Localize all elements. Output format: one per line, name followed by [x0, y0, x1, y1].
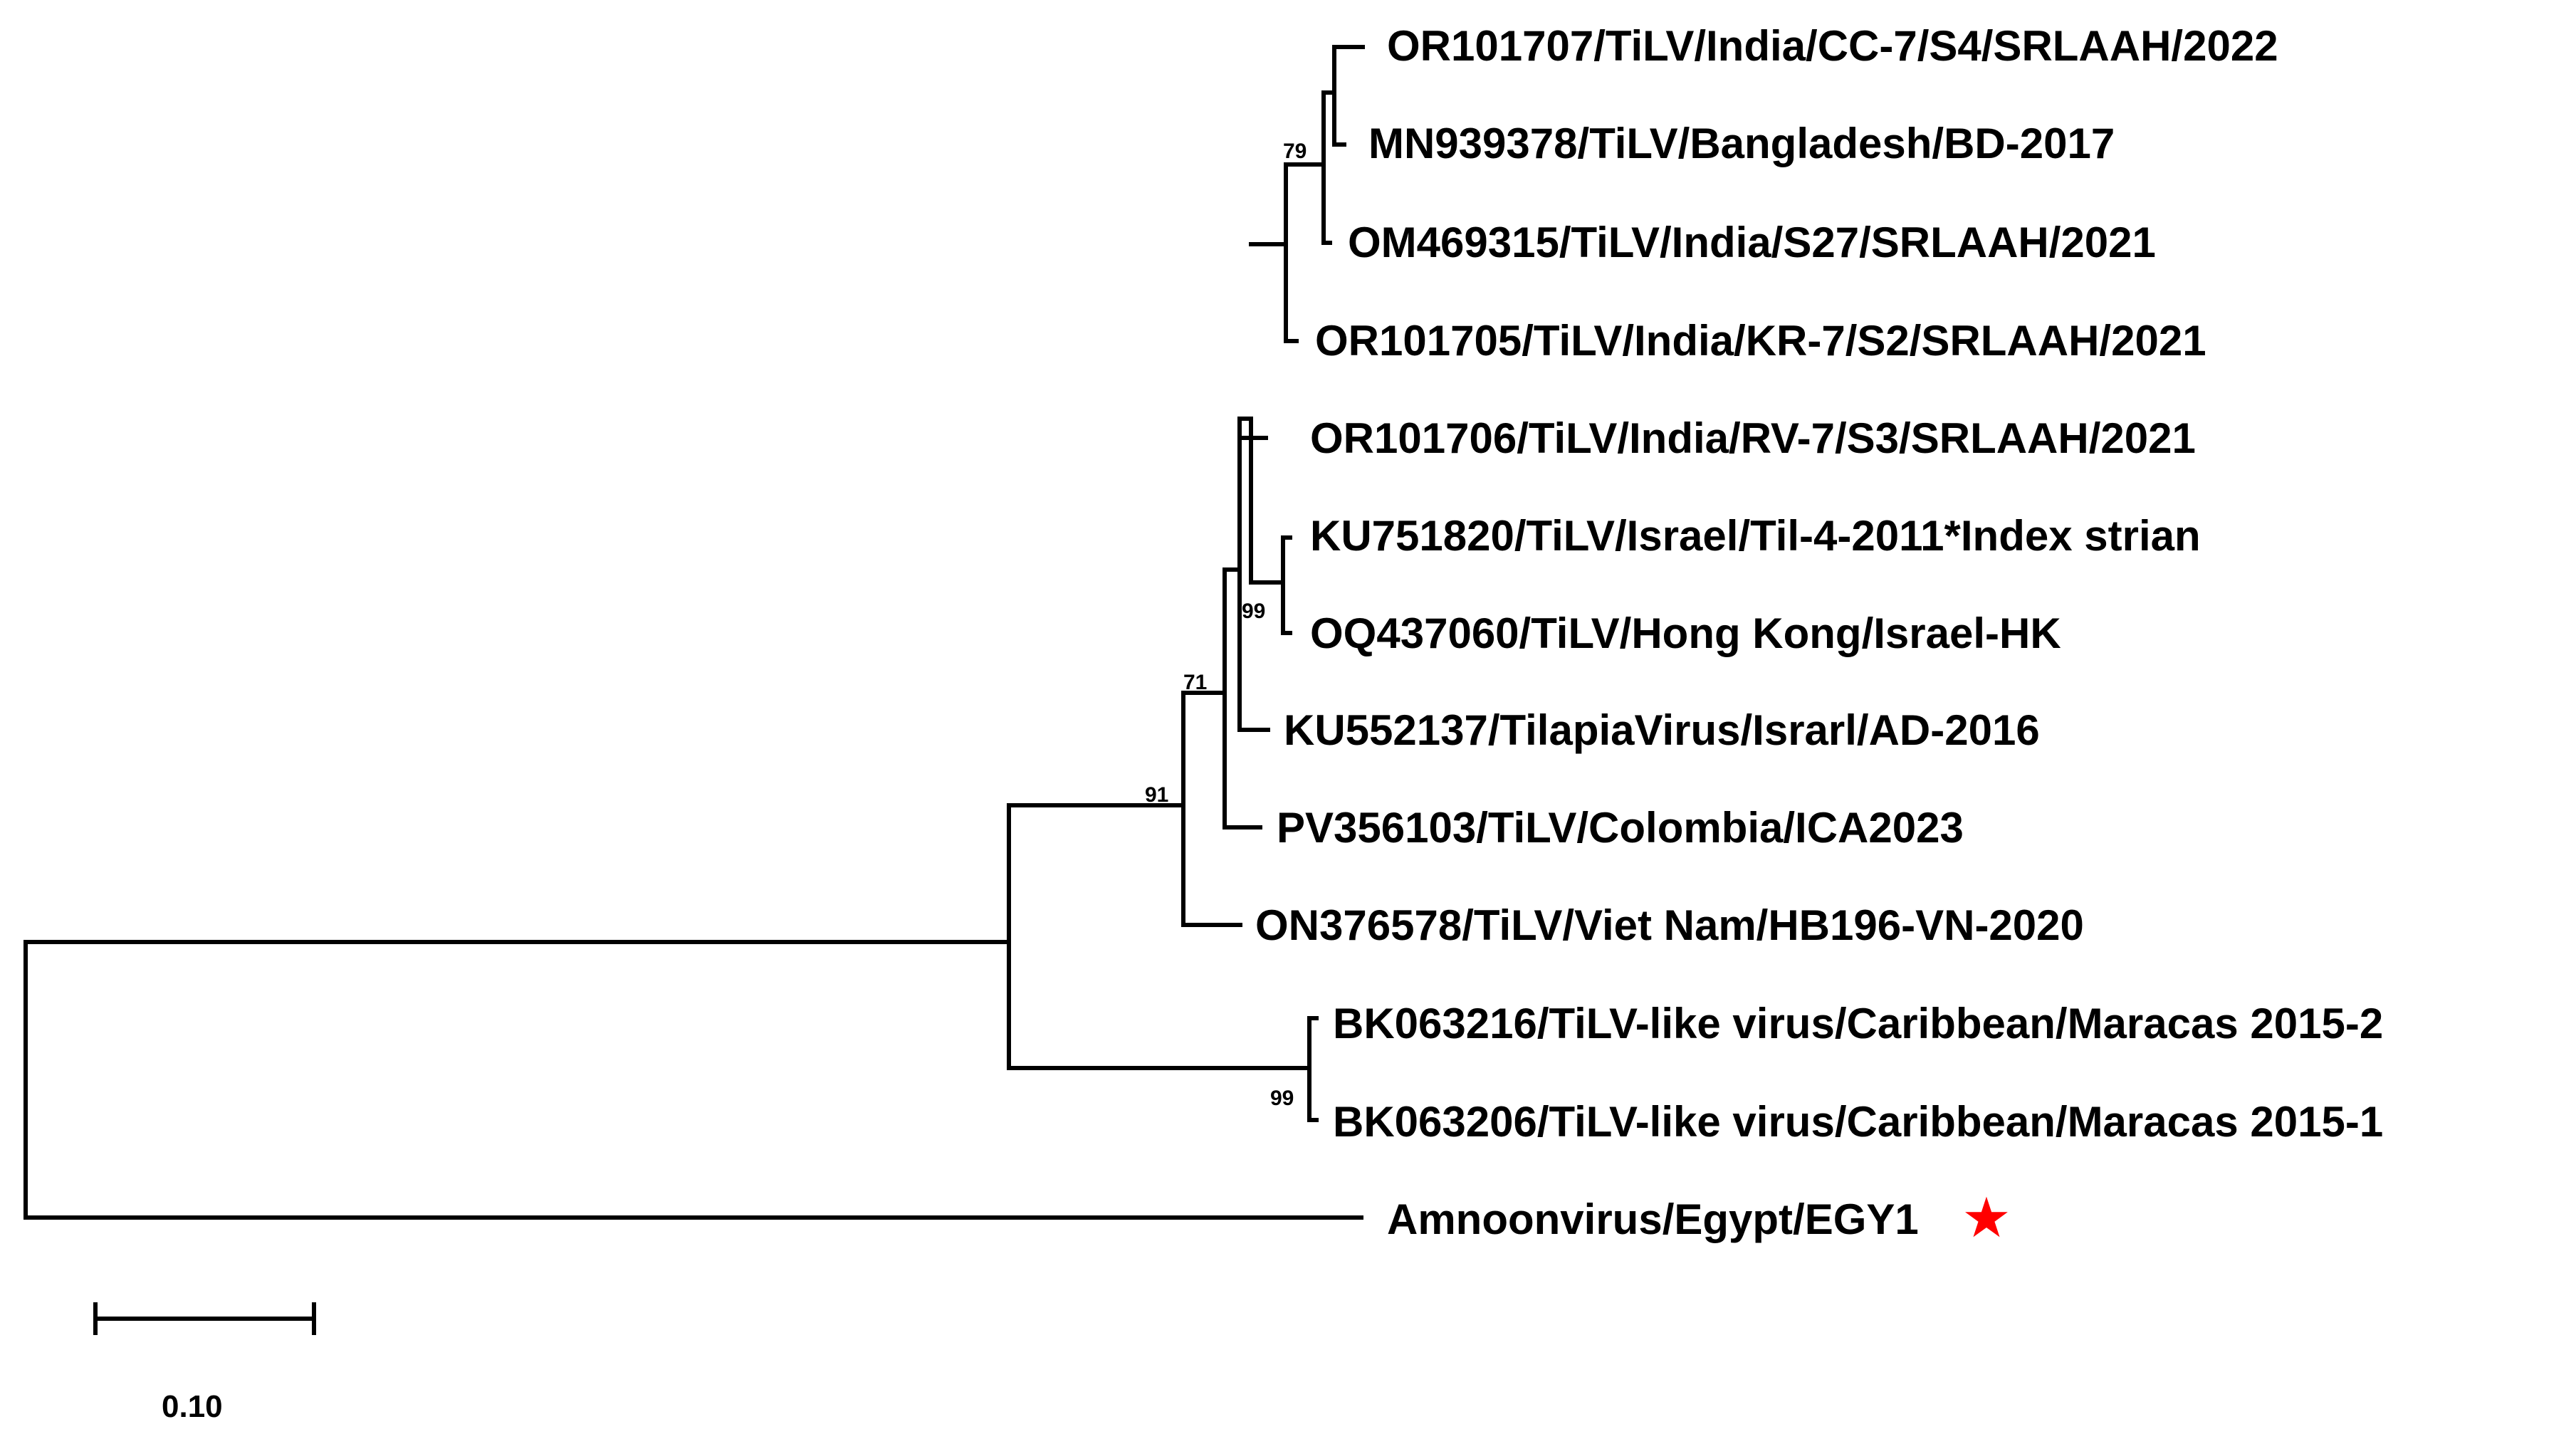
support-value: 79: [1283, 140, 1307, 163]
tip-labels: OR101707/TiLV/India/CC-7/S4/SRLAAH/2022 …: [1255, 22, 2383, 1243]
support-value: 99: [1242, 600, 1265, 623]
tip-label: OQ437060/TiLV/Hong Kong/Israel-HK: [1310, 609, 2061, 657]
tip-label: OR101707/TiLV/India/CC-7/S4/SRLAAH/2022: [1387, 22, 2278, 70]
tip-label: OR101705/TiLV/India/KR-7/S2/SRLAAH/2021: [1315, 317, 2206, 365]
tip-label: Amnoonvirus/Egypt/EGY1: [1387, 1195, 1919, 1243]
support-value: 91: [1145, 783, 1168, 807]
tip-label: OR101706/TiLV/India/RV-7/S3/SRLAAH/2021: [1310, 414, 2196, 462]
support-values: 79 99 71 91 99: [1145, 140, 1307, 1110]
tip-label: KU751820/TiLV/Israel/Til-4-2011*Index st…: [1310, 512, 2201, 560]
support-value: 71: [1183, 671, 1207, 694]
scale-bar: 0.10: [93, 1302, 316, 1424]
tree-branches: [23, 45, 1365, 1220]
support-value: 99: [1270, 1087, 1294, 1110]
tip-label: BK063216/TiLV-like virus/Caribbean/Marac…: [1333, 1000, 2383, 1047]
star-icon: ★: [1962, 1186, 2011, 1250]
tip-label: KU552137/TilapiaVirus/Israrl/AD-2016: [1284, 706, 2040, 754]
tip-label: BK063206/TiLV-like virus/Caribbean/Marac…: [1333, 1098, 2383, 1146]
tip-label: PV356103/TiLV/Colombia/ICA2023: [1277, 804, 1964, 852]
tip-label: OM469315/TiLV/India/S27/SRLAAH/2021: [1348, 219, 2156, 266]
tip-label: ON376578/TiLV/Viet Nam/HB196-VN-2020: [1255, 901, 2084, 949]
scale-bar-label: 0.10: [162, 1389, 223, 1424]
tip-label: MN939378/TiLV/Bangladesh/BD-2017: [1368, 120, 2115, 167]
